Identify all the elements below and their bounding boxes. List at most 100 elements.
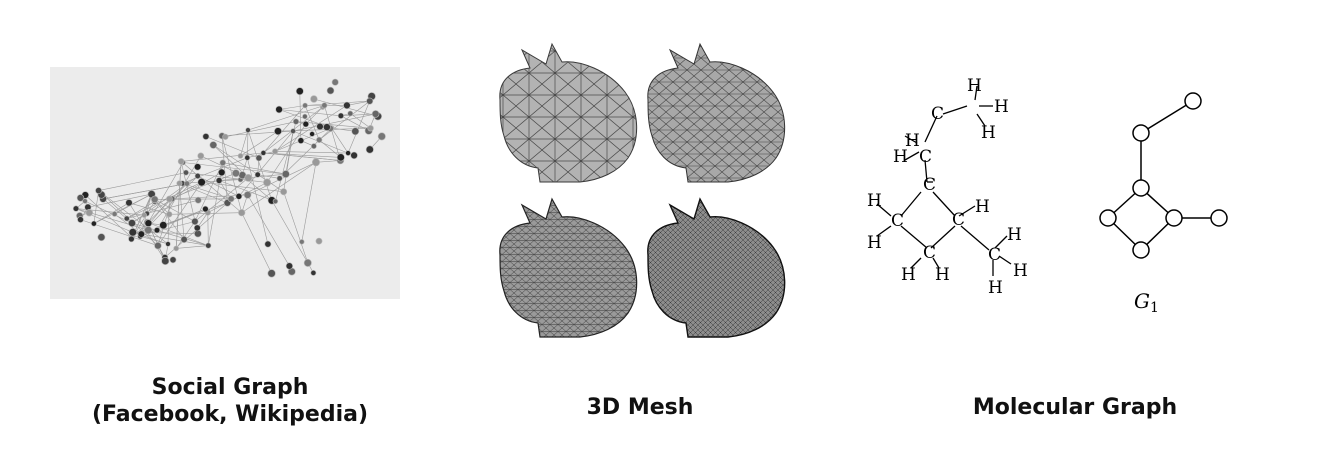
hydrogen-atom-label: H — [981, 123, 996, 143]
social-graph-edge — [299, 91, 302, 141]
social-graph-node — [377, 132, 386, 141]
social-graph-edge — [279, 127, 332, 179]
social-graph-node — [316, 136, 323, 143]
social-graph-node — [365, 145, 374, 154]
social-graph-node — [205, 242, 212, 249]
carbon-atom-label: C — [923, 175, 936, 195]
social-graph-edge — [347, 96, 372, 154]
social-graph-node — [153, 227, 161, 234]
graph-edges — [1107, 100, 1219, 251]
social-graph-node — [321, 102, 328, 109]
social-graph-edge — [271, 200, 309, 264]
social-graph-edge — [305, 100, 370, 106]
social-graph-edge — [301, 162, 317, 242]
bunny-fine-mesh — [499, 198, 638, 338]
carbon-atom-label: C — [923, 243, 936, 263]
social-graph-node — [95, 187, 102, 194]
social-graph-node — [137, 230, 145, 238]
social-graph-edge — [207, 212, 209, 246]
social-graph-node — [292, 118, 300, 125]
social-graph-node — [280, 188, 288, 196]
molecule-bonds — [876, 85, 1012, 276]
social-graph-nodes — [72, 78, 386, 278]
social-graph-edge — [147, 222, 209, 246]
social-graph-node — [128, 235, 135, 243]
social-graph-node — [302, 102, 308, 109]
social-graph-node — [245, 127, 251, 133]
social-graph-node — [219, 159, 227, 166]
social-graph-node — [303, 258, 312, 267]
social-graph-edge — [247, 130, 249, 158]
social-graph-node — [347, 110, 354, 117]
social-graph-node — [331, 78, 339, 86]
social-graph-node — [272, 198, 279, 205]
social-graph-node — [290, 128, 296, 134]
social-graph-node — [267, 269, 276, 278]
social-graph-node — [350, 151, 358, 160]
hydrogen-atom-label: H — [967, 76, 982, 96]
hydrogen-atom-label: H — [901, 265, 916, 285]
social-graph-edge — [141, 233, 209, 246]
social-graph-node — [326, 86, 335, 95]
graph-node — [1132, 124, 1150, 142]
social-graph-node — [299, 239, 305, 245]
social-graph-node — [197, 178, 206, 187]
social-graph-edge — [240, 130, 249, 156]
social-graph-edge — [154, 199, 185, 240]
social-graph-node — [222, 133, 229, 140]
molecule-graph-g1: G1 — [1099, 92, 1228, 315]
social-graph-edge — [225, 121, 297, 138]
social-graph-node — [77, 216, 84, 223]
social-graph-image — [50, 67, 400, 299]
graph-node — [1210, 209, 1228, 227]
social-graph-node — [72, 205, 80, 212]
social-graph-node — [367, 124, 374, 132]
social-graph-node — [166, 195, 173, 203]
social-graph-edge — [275, 151, 349, 154]
social-graph-node — [231, 169, 240, 178]
carbon-atom-label: C — [952, 210, 965, 230]
social-graph-node — [209, 141, 218, 149]
hydrogen-atom-label: H — [935, 265, 950, 285]
social-graph-node — [366, 97, 374, 105]
social-graph-node — [176, 180, 183, 187]
social-graph-node — [193, 224, 201, 232]
social-graph-edge — [175, 221, 196, 249]
social-graph-edge — [98, 190, 169, 245]
social-graph-edge — [213, 144, 284, 192]
social-graph-node — [82, 198, 88, 204]
graph-node — [1132, 241, 1150, 259]
social-graph-node — [260, 150, 267, 156]
social-graph-node — [191, 217, 199, 226]
social-graph-node — [194, 196, 202, 204]
social-graph-node — [202, 205, 209, 213]
social-graph-node — [345, 150, 351, 156]
social-graph-edge — [257, 174, 280, 179]
social-graph-node — [184, 180, 190, 187]
social-graph-node — [310, 95, 318, 103]
social-graph-edge — [319, 139, 341, 158]
social-graph-node — [180, 236, 188, 244]
social-graph-node — [302, 113, 308, 120]
social-graph-node — [150, 195, 159, 204]
caption-3d-mesh: 3D Mesh — [586, 395, 694, 420]
social-graph-node — [254, 171, 261, 178]
social-graph-node — [91, 220, 97, 227]
social-graph-node — [111, 211, 118, 217]
social-graph-node — [302, 120, 310, 128]
social-graph-edge — [346, 100, 370, 106]
social-graph-node — [197, 152, 205, 160]
social-graph-node — [169, 256, 177, 264]
carbon-atom-label: C — [931, 104, 944, 124]
hydrogen-atom-label: H — [988, 278, 1003, 298]
social-graph-node — [285, 262, 293, 270]
social-graph-node — [237, 153, 244, 159]
hydrogen-atom-label: H — [975, 197, 990, 217]
social-graph-node — [128, 219, 136, 227]
social-graph-node — [76, 194, 85, 202]
social-graph-node — [194, 163, 202, 171]
social-graph-edge — [238, 130, 294, 197]
social-graph-edge — [167, 198, 170, 245]
